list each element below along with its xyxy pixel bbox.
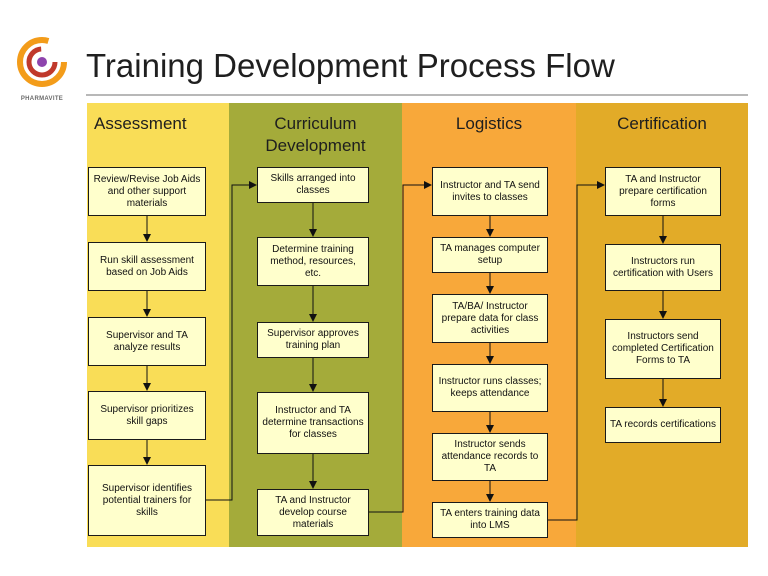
title-divider [86,94,748,96]
step-prepare-forms: TA and Instructor prepare certification … [605,167,721,216]
column-header-logistics: Logistics [455,114,523,133]
logo-text: PHARMAVITE [20,96,64,102]
step-send-attendance: Instructor sends attendance records to T… [432,433,548,481]
step-determine-transactions: Instructor and TA determine transactions… [257,392,369,454]
step-identify-trainers: Supervisor identifies potential trainers… [88,465,206,536]
step-send-forms: Instructors send completed Certification… [605,319,721,379]
step-skills-arranged: Skills arranged into classes [257,167,369,203]
step-develop-materials: TA and Instructor develop course materia… [257,489,369,536]
step-determine-method: Determine training method, resources, et… [257,237,369,286]
column-header-certification: Certification [617,114,707,133]
step-record-certifications: TA records certifications [605,407,721,443]
step-prepare-data: TA/BA/ Instructor prepare data for class… [432,294,548,343]
column-header-curriculum-development: Curriculum Development [265,114,366,155]
step-analyze-results: Supervisor and TA analyze results [88,317,206,366]
page-title: Training Development Process Flow [86,47,615,84]
column-header-assessment: Assessment [94,114,187,133]
step-review-job-aids: Review/Revise Job Aids and other support… [88,167,206,216]
pharmavite-logo-icon [17,37,67,87]
step-run-skill-assessment: Run skill assessment based on Job Aids [88,242,206,291]
step-run-classes: Instructor runs classes; keeps attendanc… [432,364,548,412]
step-computer-setup: TA manages computer setup [432,237,548,273]
step-approve-plan: Supervisor approves training plan [257,322,369,358]
step-prioritize-skill-gaps: Supervisor prioritizes skill gaps [88,391,206,440]
step-run-certification: Instructors run certification with Users [605,244,721,291]
step-enter-lms: TA enters training data into LMS [432,502,548,538]
step-send-invites: Instructor and TA send invites to classe… [432,167,548,216]
